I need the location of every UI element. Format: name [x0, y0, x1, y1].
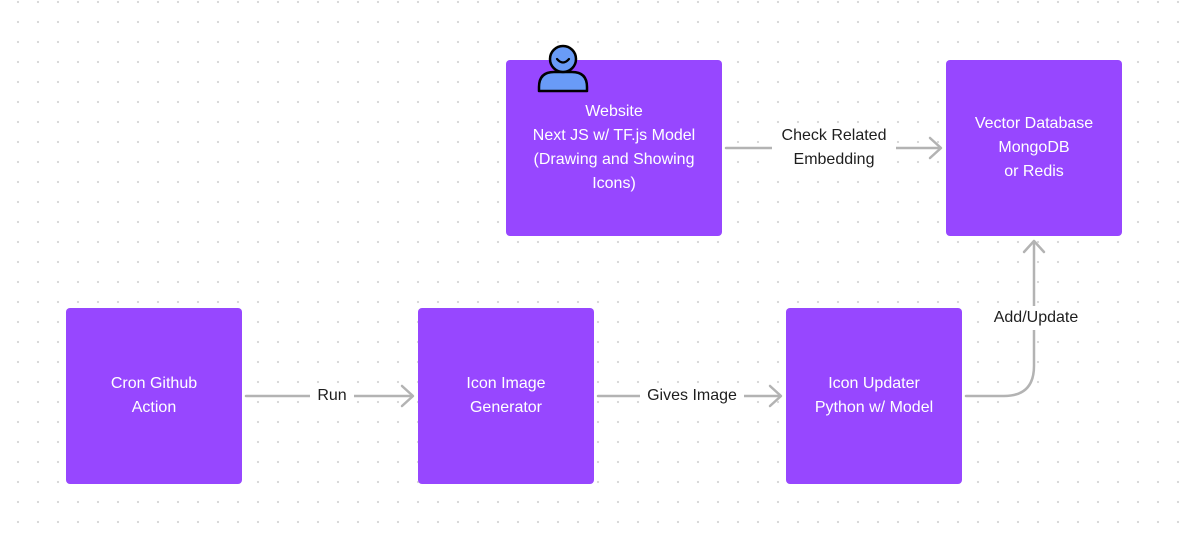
edge-label-gives-image: Gives Image [640, 384, 744, 408]
icon-image-generator-node[interactable]: Icon Image Generator [418, 308, 594, 484]
vector-database-node-label: Vector Database MongoDB or Redis [974, 115, 1094, 180]
website-node[interactable]: Website Next JS w/ TF.js Model (Drawing … [506, 60, 722, 236]
website-node-label: Website Next JS w/ TF.js Model (Drawing … [532, 103, 696, 192]
user-icon [537, 44, 589, 93]
edge-label-run: Run [310, 384, 354, 408]
edge-updater-to-vector[interactable] [964, 239, 1046, 398]
cron-github-action-node[interactable]: Cron Github Action [66, 308, 242, 484]
edge-label-add-update: Add/Update [984, 306, 1088, 330]
vector-database-node[interactable]: Vector Database MongoDB or Redis [946, 60, 1122, 236]
edge-label-check-related: Check Related Embedding [772, 124, 896, 172]
generator-node-label: Icon Image Generator [466, 375, 546, 416]
icon-updater-node[interactable]: Icon Updater Python w/ Model [786, 308, 962, 484]
cron-node-label: Cron Github Action [110, 375, 198, 416]
updater-node-label: Icon Updater Python w/ Model [814, 375, 934, 416]
